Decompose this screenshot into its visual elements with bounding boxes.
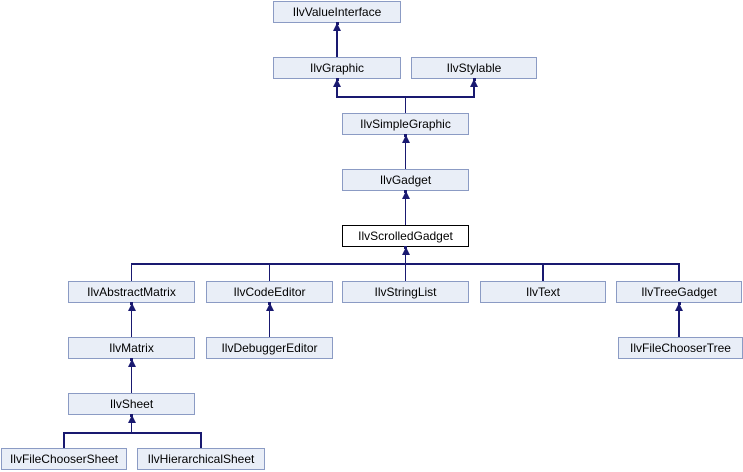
class-node-label: IlvAbstractMatrix	[87, 285, 176, 299]
class-node-label: IlvScrolledGadget	[358, 229, 453, 243]
inheritance-edge-line	[130, 264, 133, 281]
class-node-ilvsimplegraphic[interactable]: IlvSimpleGraphic	[342, 113, 469, 135]
inheritance-arrowhead-icon	[401, 246, 410, 255]
inheritance-edge-line	[268, 309, 271, 337]
class-node-label: IlvFileChooserTree	[630, 341, 731, 355]
inheritance-edge-line	[404, 141, 407, 169]
inheritance-arrowhead-icon	[401, 134, 410, 143]
inheritance-arrowhead-icon	[127, 302, 136, 311]
class-node-label: IlvDebuggerEditor	[221, 341, 318, 355]
class-node-label: IlvSheet	[109, 397, 154, 411]
class-node-ilvsheet[interactable]: IlvSheet	[68, 393, 195, 415]
class-node-ilvgadget[interactable]: IlvGadget	[342, 169, 469, 191]
inheritance-edge-line	[404, 197, 407, 225]
inheritance-arrowhead-icon	[401, 190, 410, 199]
class-node-label: IlvFileChooserSheet	[9, 452, 119, 466]
class-node-ilvabstractmatrix[interactable]: IlvAbstractMatrix	[68, 281, 195, 303]
inheritance-edge-line	[678, 264, 680, 281]
inheritance-edge-line	[473, 85, 475, 97]
class-node-label: IlvTreeGadget	[641, 285, 717, 299]
class-node-ilvcodeeditor[interactable]: IlvCodeEditor	[206, 281, 333, 303]
class-node-ilvmatrix[interactable]: IlvMatrix	[68, 337, 195, 359]
inheritance-edge-line	[63, 432, 202, 434]
inheritance-arrowhead-icon	[265, 302, 274, 311]
class-node-label: IlvGraphic	[309, 61, 365, 75]
class-node-label: IlvHierarchicalSheet	[147, 452, 255, 466]
class-node-ilvhierarchicalsheet[interactable]: IlvHierarchicalSheet	[137, 448, 265, 470]
class-node-label: IlvText	[525, 285, 560, 299]
class-node-ilvscrolledgadget[interactable]: IlvScrolledGadget	[342, 225, 469, 247]
class-node-label: IlvMatrix	[109, 341, 154, 355]
class-node-label: IlvStringList	[374, 285, 437, 299]
class-node-ilvvalueinterface[interactable]: IlvValueInterface	[273, 1, 401, 23]
class-node-ilvtreegadget[interactable]: IlvTreeGadget	[616, 281, 742, 303]
inheritance-arrowhead-icon	[127, 414, 136, 423]
inheritance-arrowhead-icon	[333, 78, 341, 87]
inheritance-edge-line	[404, 264, 407, 281]
inheritance-edge-line	[63, 433, 65, 448]
inheritance-edge-line	[404, 97, 407, 113]
inheritance-edge-line	[200, 433, 202, 448]
inheritance-edge-line	[130, 309, 133, 337]
inheritance-arrowhead-icon	[470, 78, 478, 87]
inheritance-edge-line	[542, 264, 544, 281]
class-node-ilvfilechoosertree[interactable]: IlvFileChooserTree	[618, 337, 743, 359]
inheritance-edge-line	[404, 253, 407, 264]
inheritance-edge-line	[130, 365, 133, 393]
class-node-label: IlvValueInterface	[292, 5, 382, 19]
class-node-label: IlvStylable	[446, 61, 502, 75]
inheritance-edge-line	[268, 264, 271, 281]
class-node-ilvfilechoosersheet[interactable]: IlvFileChooserSheet	[1, 448, 127, 470]
class-node-ilvstringlist[interactable]: IlvStringList	[342, 281, 469, 303]
inheritance-arrowhead-icon	[675, 302, 683, 311]
inheritance-arrowhead-icon	[333, 22, 341, 31]
class-node-label: IlvCodeEditor	[233, 285, 306, 299]
class-node-ilvdebuggereditor[interactable]: IlvDebuggerEditor	[206, 337, 333, 359]
class-node-ilvstylable[interactable]: IlvStylable	[411, 57, 537, 79]
inheritance-edge-line	[130, 421, 133, 433]
class-node-label: IlvSimpleGraphic	[360, 117, 451, 131]
inheritance-edge-line	[678, 309, 680, 337]
inheritance-edge-line	[336, 29, 338, 57]
class-node-label: IlvGadget	[379, 173, 432, 187]
inheritance-edge-line	[336, 85, 338, 97]
inheritance-arrowhead-icon	[127, 358, 136, 367]
class-node-ilvtext[interactable]: IlvText	[480, 281, 606, 303]
class-node-ilvgraphic[interactable]: IlvGraphic	[273, 57, 401, 79]
